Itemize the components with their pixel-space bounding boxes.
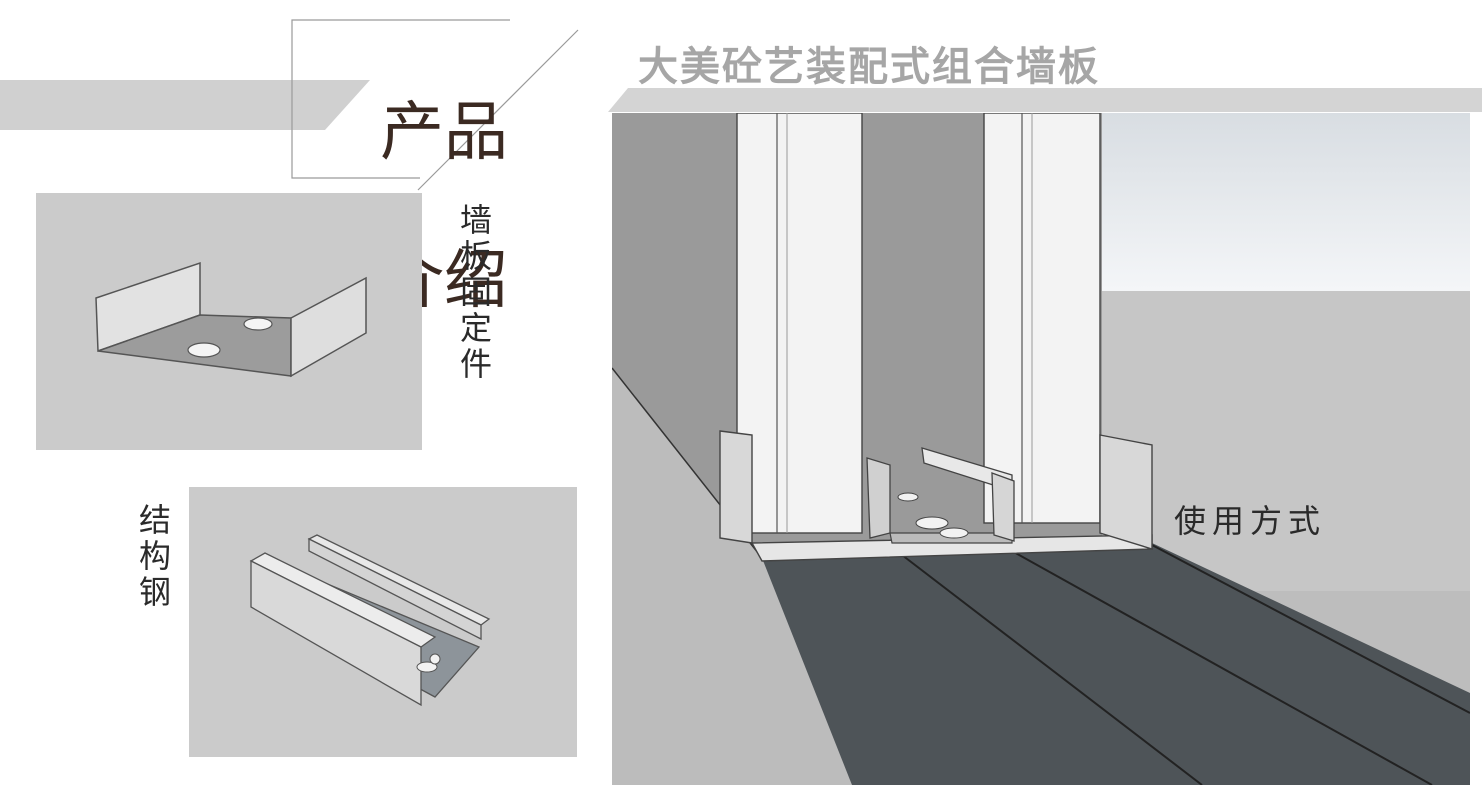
wall-assembly-icon <box>612 113 1470 785</box>
structural-steel-panel <box>189 487 577 757</box>
structural-steel-label: 结构钢 <box>138 501 171 611</box>
u-bracket-icon <box>95 261 367 378</box>
fixing-piece-panel <box>36 193 422 450</box>
section-title-line1: 产品 <box>380 96 508 170</box>
page-headline: 大美砼艺装配式组合墙板 <box>638 44 1100 90</box>
usage-label: 使用方式 <box>1174 502 1327 540</box>
left-band <box>0 80 370 130</box>
usage-panel <box>612 113 1470 785</box>
c-channel-icon <box>249 534 491 707</box>
fixing-piece-label: 墙板固定件 <box>459 201 492 383</box>
